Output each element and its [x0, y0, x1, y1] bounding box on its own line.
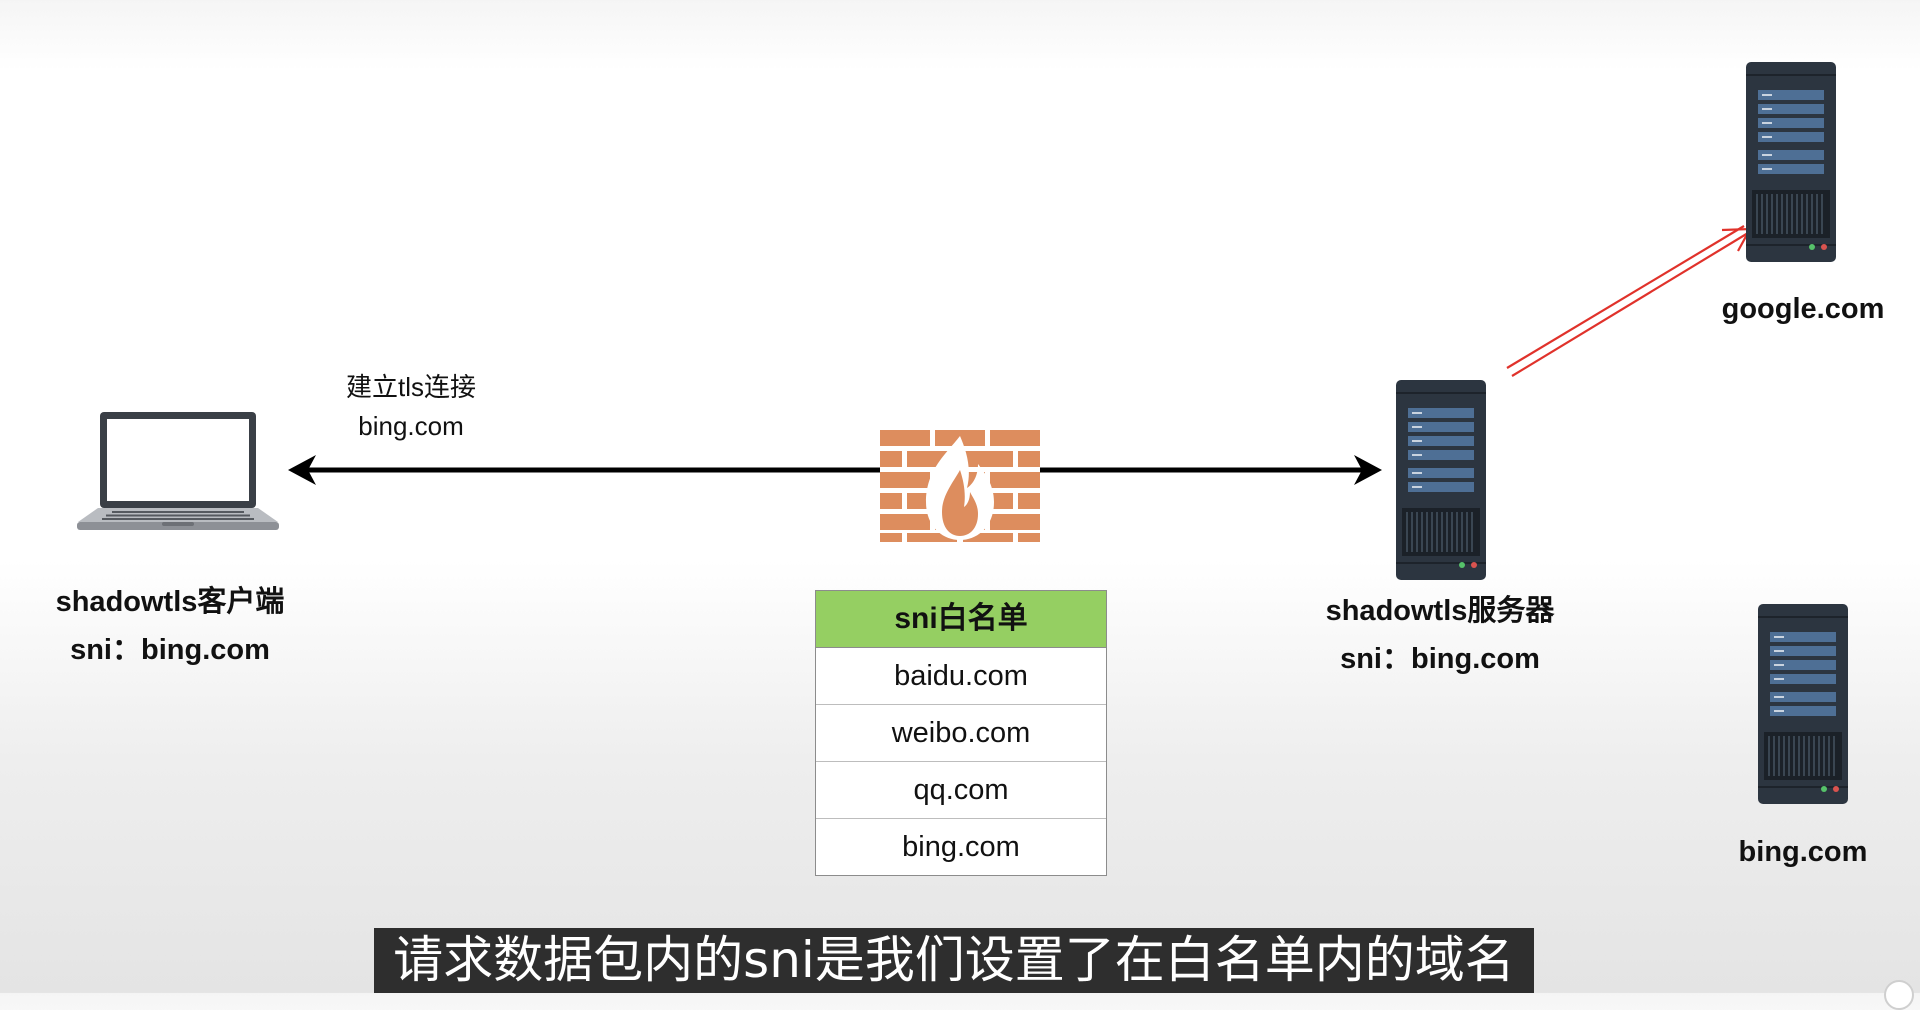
arrowhead-left — [288, 455, 316, 485]
whitelist-row: qq.com — [816, 762, 1106, 819]
server-icon — [1396, 380, 1486, 580]
server-icon — [1746, 62, 1836, 262]
connection-label-line2: bing.com — [358, 411, 464, 441]
server-icon — [1758, 604, 1848, 804]
firewall-icon — [880, 430, 1040, 542]
arrowhead-right — [1354, 455, 1382, 485]
connection-label: 建立tls连接 bing.com — [300, 368, 522, 446]
google-label: google.com — [1721, 293, 1885, 325]
video-subtitle: 请求数据包内的sni是我们设置了在白名单内的域名 — [374, 928, 1534, 993]
sni-whitelist-table: sni白名单 baidu.com weibo.com qq.com bing.c… — [815, 590, 1107, 876]
connection-label-line1: 建立tls连接 — [345, 372, 476, 402]
whitelist-row: bing.com — [816, 819, 1106, 875]
server-name: shadowtls服务器 — [1325, 595, 1555, 627]
client-sni: sni：bing.com — [70, 634, 270, 666]
laptop-icon — [77, 412, 279, 530]
player-indicator — [1884, 980, 1914, 1010]
server-label: shadowtls服务器 sni：bing.com — [1280, 587, 1600, 683]
client-name: shadowtls客户端 — [55, 586, 285, 618]
server-sni: sni：bing.com — [1340, 643, 1540, 675]
whitelist-row: weibo.com — [816, 705, 1106, 762]
whitelist-row: baidu.com — [816, 648, 1106, 705]
bing-label: bing.com — [1738, 836, 1868, 868]
client-label: shadowtls客户端 sni：bing.com — [10, 578, 330, 674]
whitelist-header: sni白名单 — [816, 591, 1106, 648]
